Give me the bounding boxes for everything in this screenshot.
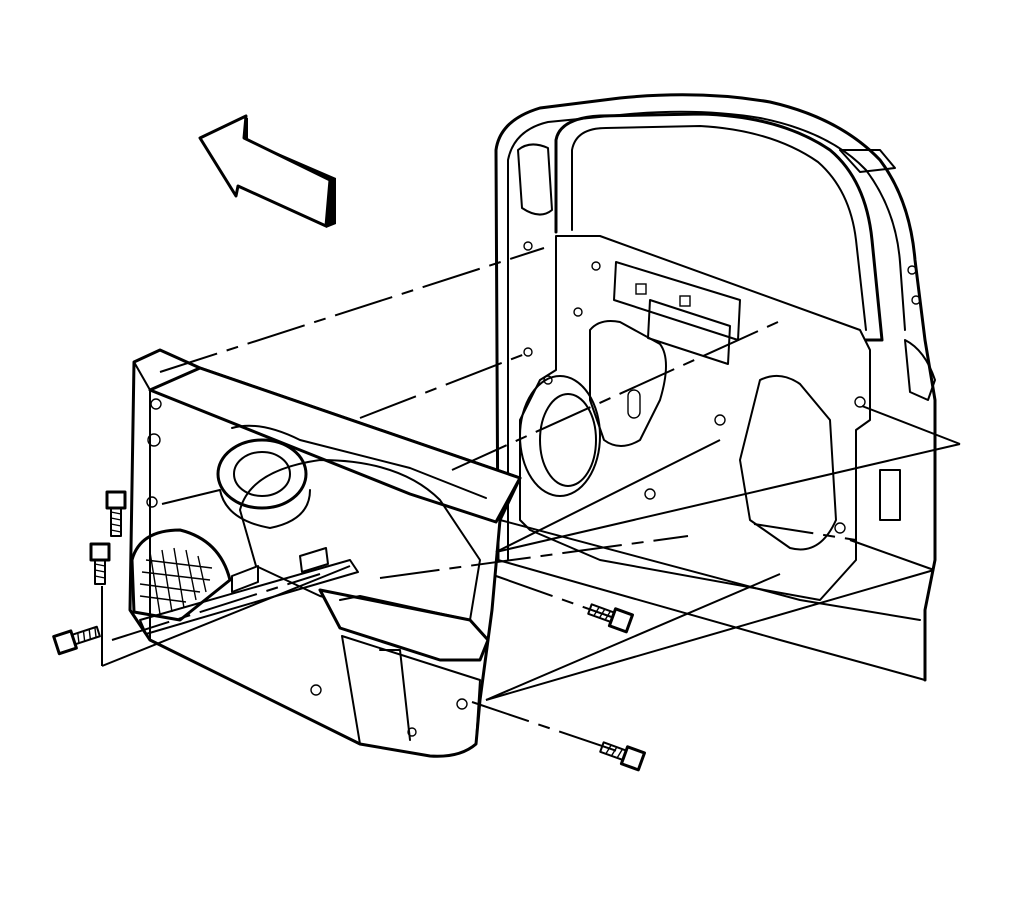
door-trim-panel [128, 348, 522, 758]
bolt-icon [105, 490, 127, 537]
bolt-icon [599, 741, 646, 772]
clip-callout-lines [101, 405, 961, 701]
speaker-grille-icon [130, 528, 232, 622]
bolt-icon [587, 603, 634, 634]
inner-door-frame [494, 93, 937, 682]
bolt-icon [52, 625, 101, 656]
alignment-lines [111, 247, 857, 753]
direction-arrow-icon [198, 114, 336, 228]
bolt-icon [89, 542, 111, 585]
